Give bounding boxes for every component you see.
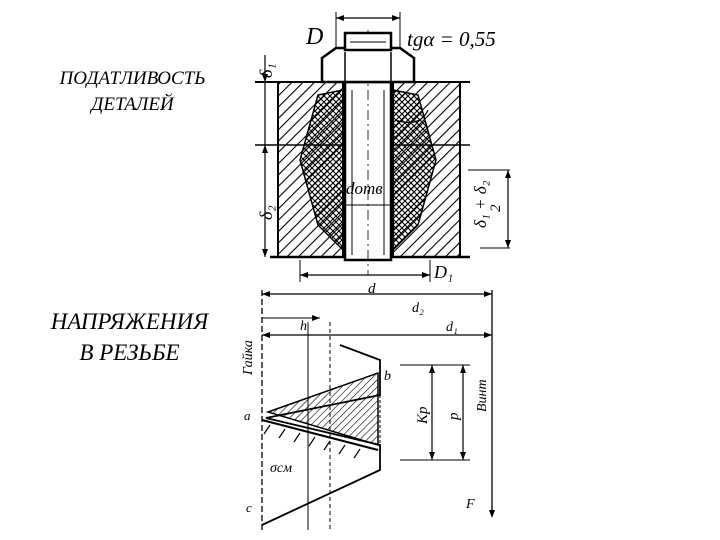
thread-stress-heading-line1: НАПРЯЖЕНИЯ xyxy=(50,309,209,334)
label-a: a xyxy=(244,408,251,423)
compliance-heading-line1: ПОДАТЛИВОСТЬ xyxy=(59,68,206,89)
label-bolt: Винт xyxy=(475,379,490,412)
label-d: d xyxy=(368,281,376,297)
label-b-sum: δ₁ + δ₂ xyxy=(471,180,490,228)
label-half: 2 xyxy=(488,204,504,212)
nut-support-line xyxy=(261,419,379,451)
thread-stress-drawing xyxy=(261,290,495,530)
thread-stress-labels: d₂ d₁ h Гайка Винт b a c σсм p Kp F xyxy=(241,301,490,515)
label-b: b xyxy=(384,369,391,384)
label-kp: Kp xyxy=(415,406,431,425)
label-sigma-sm: σсм xyxy=(270,461,292,476)
label-b2: δ₂ xyxy=(256,205,276,220)
nut xyxy=(320,46,416,84)
label-p: p xyxy=(446,412,462,421)
thread-stress-heading-line2: В РЕЗЬБЕ xyxy=(79,340,180,366)
label-D: D xyxy=(305,24,323,50)
label-h: h xyxy=(300,319,307,334)
compliance-heading-line2: ДЕТАЛЕЙ xyxy=(91,93,174,115)
right-compression-cone xyxy=(392,89,437,252)
thread-profile xyxy=(261,344,381,526)
label-d2: d₂ xyxy=(412,301,424,316)
bolted-joint-labels: D tgα = 0,55 δ₁ δ₂ dотв δ₁ + δ₂ 2 D₁ d xyxy=(256,24,504,297)
label-d-otv: dотв xyxy=(346,179,383,198)
label-D1: D₁ xyxy=(433,262,453,282)
label-nut: Гайка xyxy=(241,340,256,376)
loaded-thread-flank xyxy=(265,371,379,447)
label-tg-formula: tgα = 0,55 xyxy=(407,27,496,51)
thread-stress-heading: НАПРЯЖЕНИЯ В РЕЗЬБЕ xyxy=(22,306,237,368)
compliance-heading: ПОДАТЛИВОСТЬ ДЕТАЛЕЙ xyxy=(30,66,235,117)
label-d1: d₁ xyxy=(446,320,458,335)
label-F: F xyxy=(465,497,475,512)
label-c: c xyxy=(246,500,252,515)
bolted-joint-drawing xyxy=(255,12,511,282)
left-compression-cone xyxy=(299,89,344,252)
cone-angle-arc xyxy=(394,109,429,123)
label-b1: δ₁ xyxy=(256,63,276,78)
